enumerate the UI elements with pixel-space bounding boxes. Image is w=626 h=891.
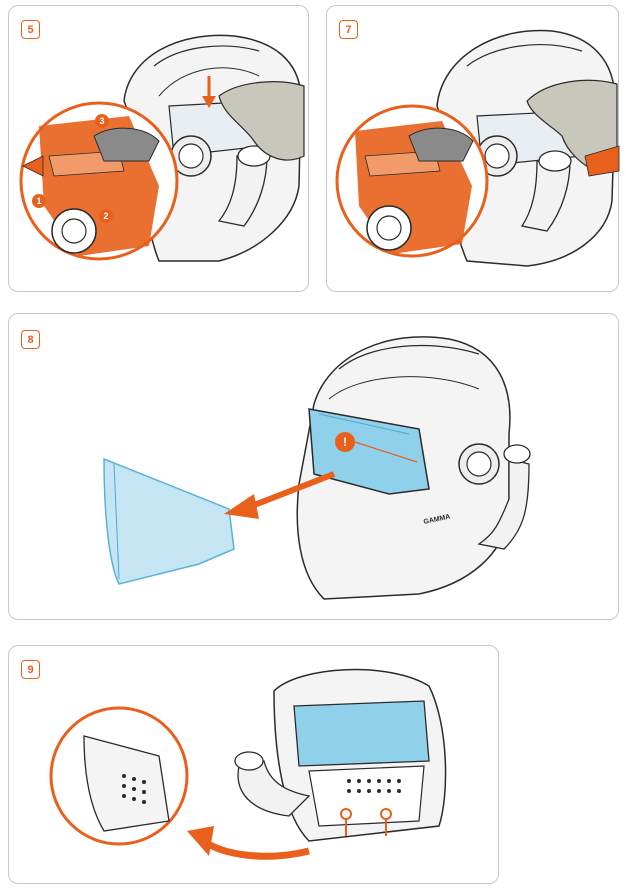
callout-1: 1 — [36, 196, 41, 206]
step-number-5: 5 — [21, 20, 40, 39]
callout-3: 3 — [99, 116, 104, 126]
panel-step-8: 8 ! GAMMA — [8, 313, 619, 620]
panel-step-7: 7 — [326, 5, 620, 292]
helmet-illustration: ! GAMMA — [103, 336, 531, 600]
helmet-illustration: 1 2 3 — [19, 34, 305, 262]
panel-step-9: 9 — [8, 645, 499, 884]
helmet-illustration — [335, 29, 620, 267]
panel-step-5: 5 1 2 3 — [8, 5, 309, 292]
callout-2: 2 — [103, 211, 108, 221]
warning-icon: ! — [343, 435, 347, 449]
step-number-9: 9 — [21, 660, 40, 679]
helmet-illustration — [49, 668, 447, 860]
step-number-8: 8 — [21, 330, 40, 349]
step-number-7: 7 — [339, 20, 358, 39]
